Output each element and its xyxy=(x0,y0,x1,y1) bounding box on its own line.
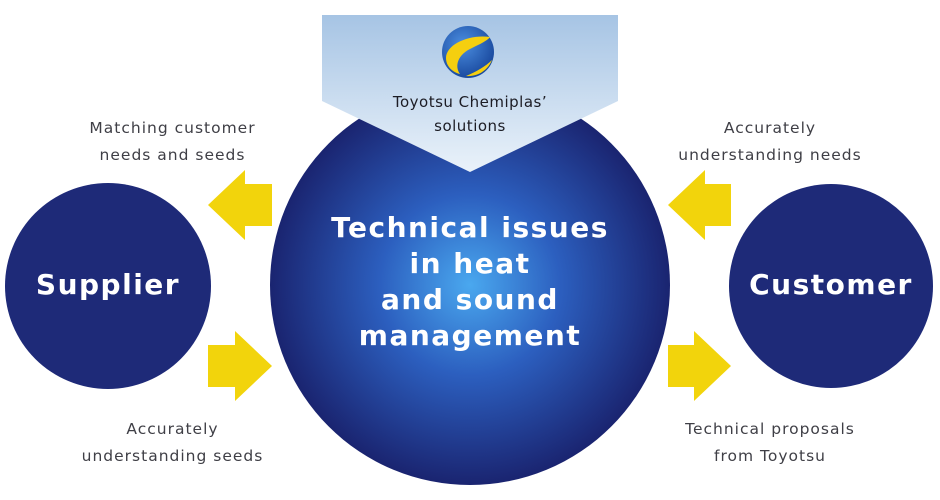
annotation-top-right: Accurately understanding needs xyxy=(678,119,862,164)
supplier-label: Supplier xyxy=(35,268,181,301)
supplier-node xyxy=(5,183,211,389)
center-node xyxy=(270,85,670,485)
banner-label: Toyotsu Chemiplas’ solutions xyxy=(392,93,548,135)
center-label: Technical issues in heat and sound manag… xyxy=(331,211,609,352)
toyotsu-logo-icon xyxy=(442,26,494,78)
annotation-bottom-right: Technical proposals from Toyotsu xyxy=(685,420,855,465)
arrow-right-bottom-right xyxy=(668,331,731,401)
annotation-top-left: Matching customer needs and seeds xyxy=(89,119,256,164)
solutions-banner xyxy=(322,15,618,172)
arrow-left-top-right xyxy=(668,170,731,240)
arrow-right-bottom-left xyxy=(208,331,272,401)
customer-label: Customer xyxy=(749,268,913,301)
arrow-left-top xyxy=(208,170,272,240)
customer-node xyxy=(729,184,933,388)
annotation-bottom-left: Accurately understanding seeds xyxy=(81,420,264,465)
